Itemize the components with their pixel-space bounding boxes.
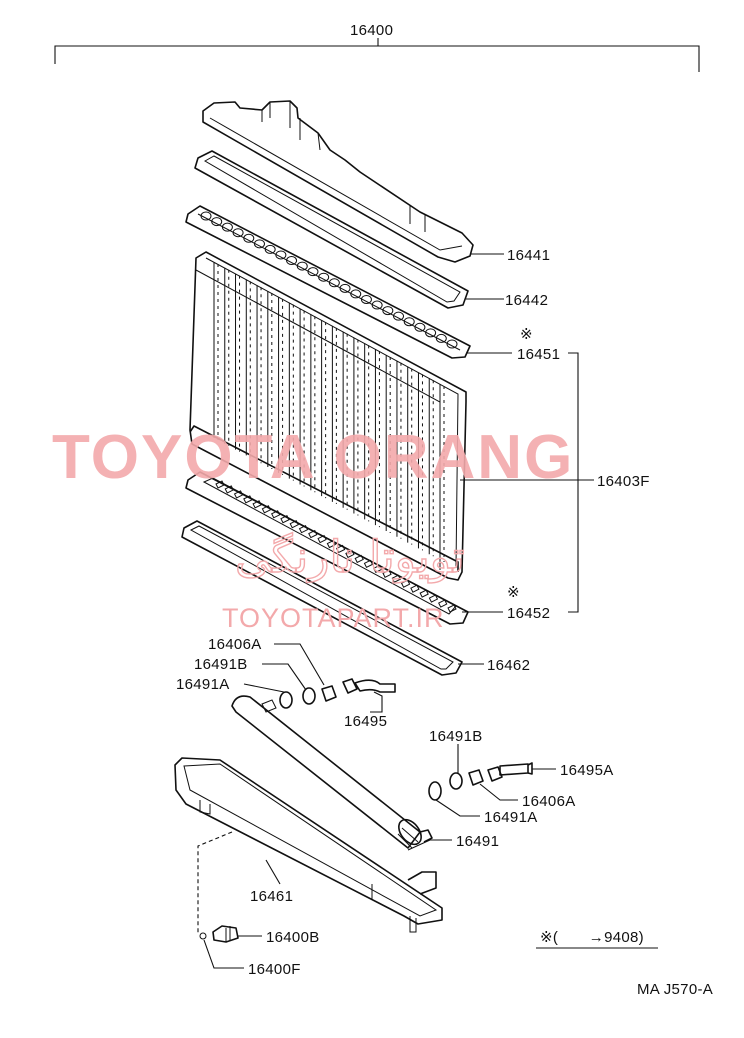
label-16495A: 16495A [560,762,614,779]
radiator-core-drawing [189,251,467,581]
lower-plate-slot [298,524,309,534]
upper-core-plate-drawing [185,205,471,359]
lower-plate-slot [252,500,262,509]
label-16403F: 16403F [597,473,650,490]
lower-plate-slot [410,584,420,593]
label-16491A-right: 16491A [484,809,538,826]
core-plate-hole [307,267,319,277]
drawing-code: MA J570-A [637,981,713,998]
core-plate-hole [243,233,255,243]
lower-plate-slot [308,529,318,539]
lower-plate-slot [400,579,411,588]
watermark-main: TOYOTA ORANG [52,423,574,492]
lower-plate-slot [233,490,244,499]
core-plate-hole [382,306,394,316]
right-fittings-drawing [428,762,533,801]
label-16406A-right: 16406A [522,793,576,810]
core-plate-hole [339,283,351,293]
lower-plate-slot [280,515,290,524]
watermark-arabic: تویوتا نارنگی [235,532,465,583]
asterisk-mark-16452: ※ [507,584,520,601]
lower-plate-slot [438,599,448,608]
label-16491B-top: 16491B [194,656,248,673]
lower-plate-slot [243,495,253,504]
core-plate-hole [414,322,426,332]
lower-core-plate-drawing [185,471,469,625]
core-plate-hole [393,311,405,321]
label-16442: 16442 [505,292,548,309]
lower-plate-slot [419,589,429,598]
upper-tank-drawing [202,100,474,263]
core-plate-hole [211,217,223,227]
label-16452: 16452 [507,605,550,622]
lower-plate-slot [261,505,272,514]
core-plate-hole [425,328,437,338]
assembly-number: 16400 [350,22,393,39]
label-16461: 16461 [250,888,293,905]
core-plate-hole [360,294,372,304]
leader-lines [203,253,594,969]
core-plate-hole [328,278,340,288]
lower-plate-slot [215,480,225,489]
label-16441: 16441 [507,247,550,264]
assembly-bracket [54,38,700,72]
lower-gasket-drawing [181,520,463,676]
lower-plate-slot [345,549,355,559]
label-16400F: 16400F [248,961,301,978]
lower-plate-slot [428,594,439,603]
core-plate-hole [253,239,265,249]
core-plate-hole [221,222,233,232]
lower-plate-slot [335,544,346,554]
core-plate-hole [371,300,383,310]
lower-plate-slot [326,539,337,549]
core-plate-hole [318,272,330,282]
label-16491: 16491 [456,833,499,850]
lower-plate-slot [289,520,299,529]
core-plate-hole [446,339,458,349]
label-16491B-right: 16491B [429,728,483,745]
lower-plate-slot [317,534,327,544]
label-16495: 16495 [344,713,387,730]
left-fittings-drawing [279,678,396,709]
core-plate-hole [435,333,447,343]
label-16451: 16451 [517,346,560,363]
label-16491A-top: 16491A [176,676,230,693]
label-16400B: 16400B [266,929,320,946]
core-plate-hole [286,256,298,266]
lower-plate-slot [447,604,457,613]
asterisk-mark-16451: ※ [520,326,533,343]
core-plate-hole [232,228,244,238]
lower-plate-slot [373,564,383,573]
label-16406A-top: 16406A [208,636,262,653]
lower-plate-slot [224,485,234,494]
lower-plate-slot [382,569,392,578]
lower-plate-slot [271,510,281,519]
date-range-note: ※( →9408) [540,929,644,946]
lower-plate-slot [354,554,364,564]
core-plate-hole [275,250,287,260]
watermark-site: TOYOTAPART.IR [222,603,445,633]
upper-gasket-drawing [194,150,469,309]
label-16462: 16462 [487,657,530,674]
core-plate-hole [350,289,362,299]
lower-tank-drawing [174,757,443,933]
core-plate-hole [200,211,212,221]
core-plate-hole [403,317,415,327]
oil-cooler-drawing [231,695,433,849]
drain-cock-drawing [197,831,239,943]
lower-plate-slot [391,574,401,583]
core-plate-hole [264,244,276,254]
lower-plate-slot [363,559,374,569]
core-plate-hole [296,261,308,271]
